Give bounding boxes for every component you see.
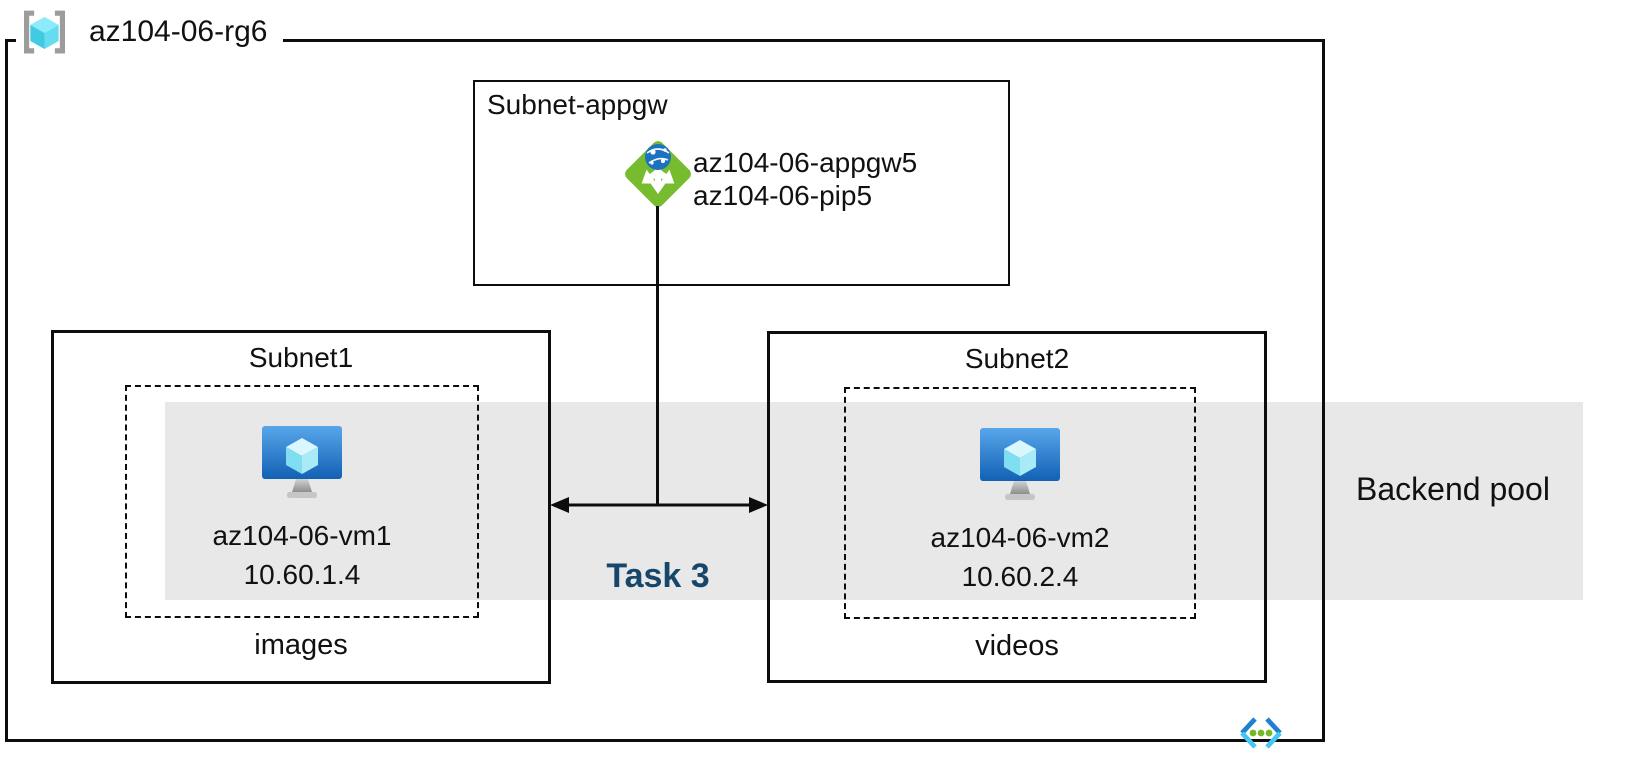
vm1-dashed-group: az104-06-vm1 10.60.1.4 <box>125 385 479 618</box>
subnet2-caption: videos <box>975 630 1059 662</box>
vm2-ip: 10.60.2.4 <box>961 561 1079 592</box>
subnet2-box: Subnet2 az104-06-vm2 1 <box>767 331 1267 683</box>
task-label: Task 3 <box>606 557 710 595</box>
subnet1-label: Subnet1 <box>248 342 354 373</box>
appgw-subnet-box <box>473 80 1010 286</box>
backend-pool-band <box>165 402 1583 600</box>
appgw-labels: az104-06-appgw5 az104-06-pip5 <box>693 146 917 212</box>
application-gateway-icon <box>616 132 700 216</box>
subnet1-caption: images <box>254 629 348 661</box>
vm2-dashed-group: az104-06-vm2 10.60.2.4 <box>844 387 1196 619</box>
appgw-connector-line <box>656 206 659 505</box>
resource-group-header: az104-06-rg6 <box>16 6 284 58</box>
subnet1-box: Subnet1 <box>51 330 551 684</box>
appgw-name: az104-06-appgw5 <box>693 147 918 178</box>
appgw-public-ip-name: az104-06-pip5 <box>693 180 873 211</box>
subnet2-label: Subnet2 <box>964 343 1070 374</box>
inter-subnet-arrow <box>546 492 772 518</box>
virtual-machine-icon <box>260 425 344 501</box>
appgw-subnet-label: Subnet-appgw <box>487 89 668 120</box>
resource-group-title: az104-06-rg6 <box>89 15 268 48</box>
backend-pool-label: Backend pool <box>1356 471 1550 507</box>
vm2-name: az104-06-vm2 <box>930 522 1110 553</box>
vm1-name: az104-06-vm1 <box>212 520 392 551</box>
virtual-machine-icon <box>978 427 1062 503</box>
resource-group-box <box>5 39 1325 742</box>
virtual-network-icon <box>1236 714 1286 752</box>
resource-group-icon <box>20 10 69 54</box>
vm1-ip: 10.60.1.4 <box>243 559 361 590</box>
